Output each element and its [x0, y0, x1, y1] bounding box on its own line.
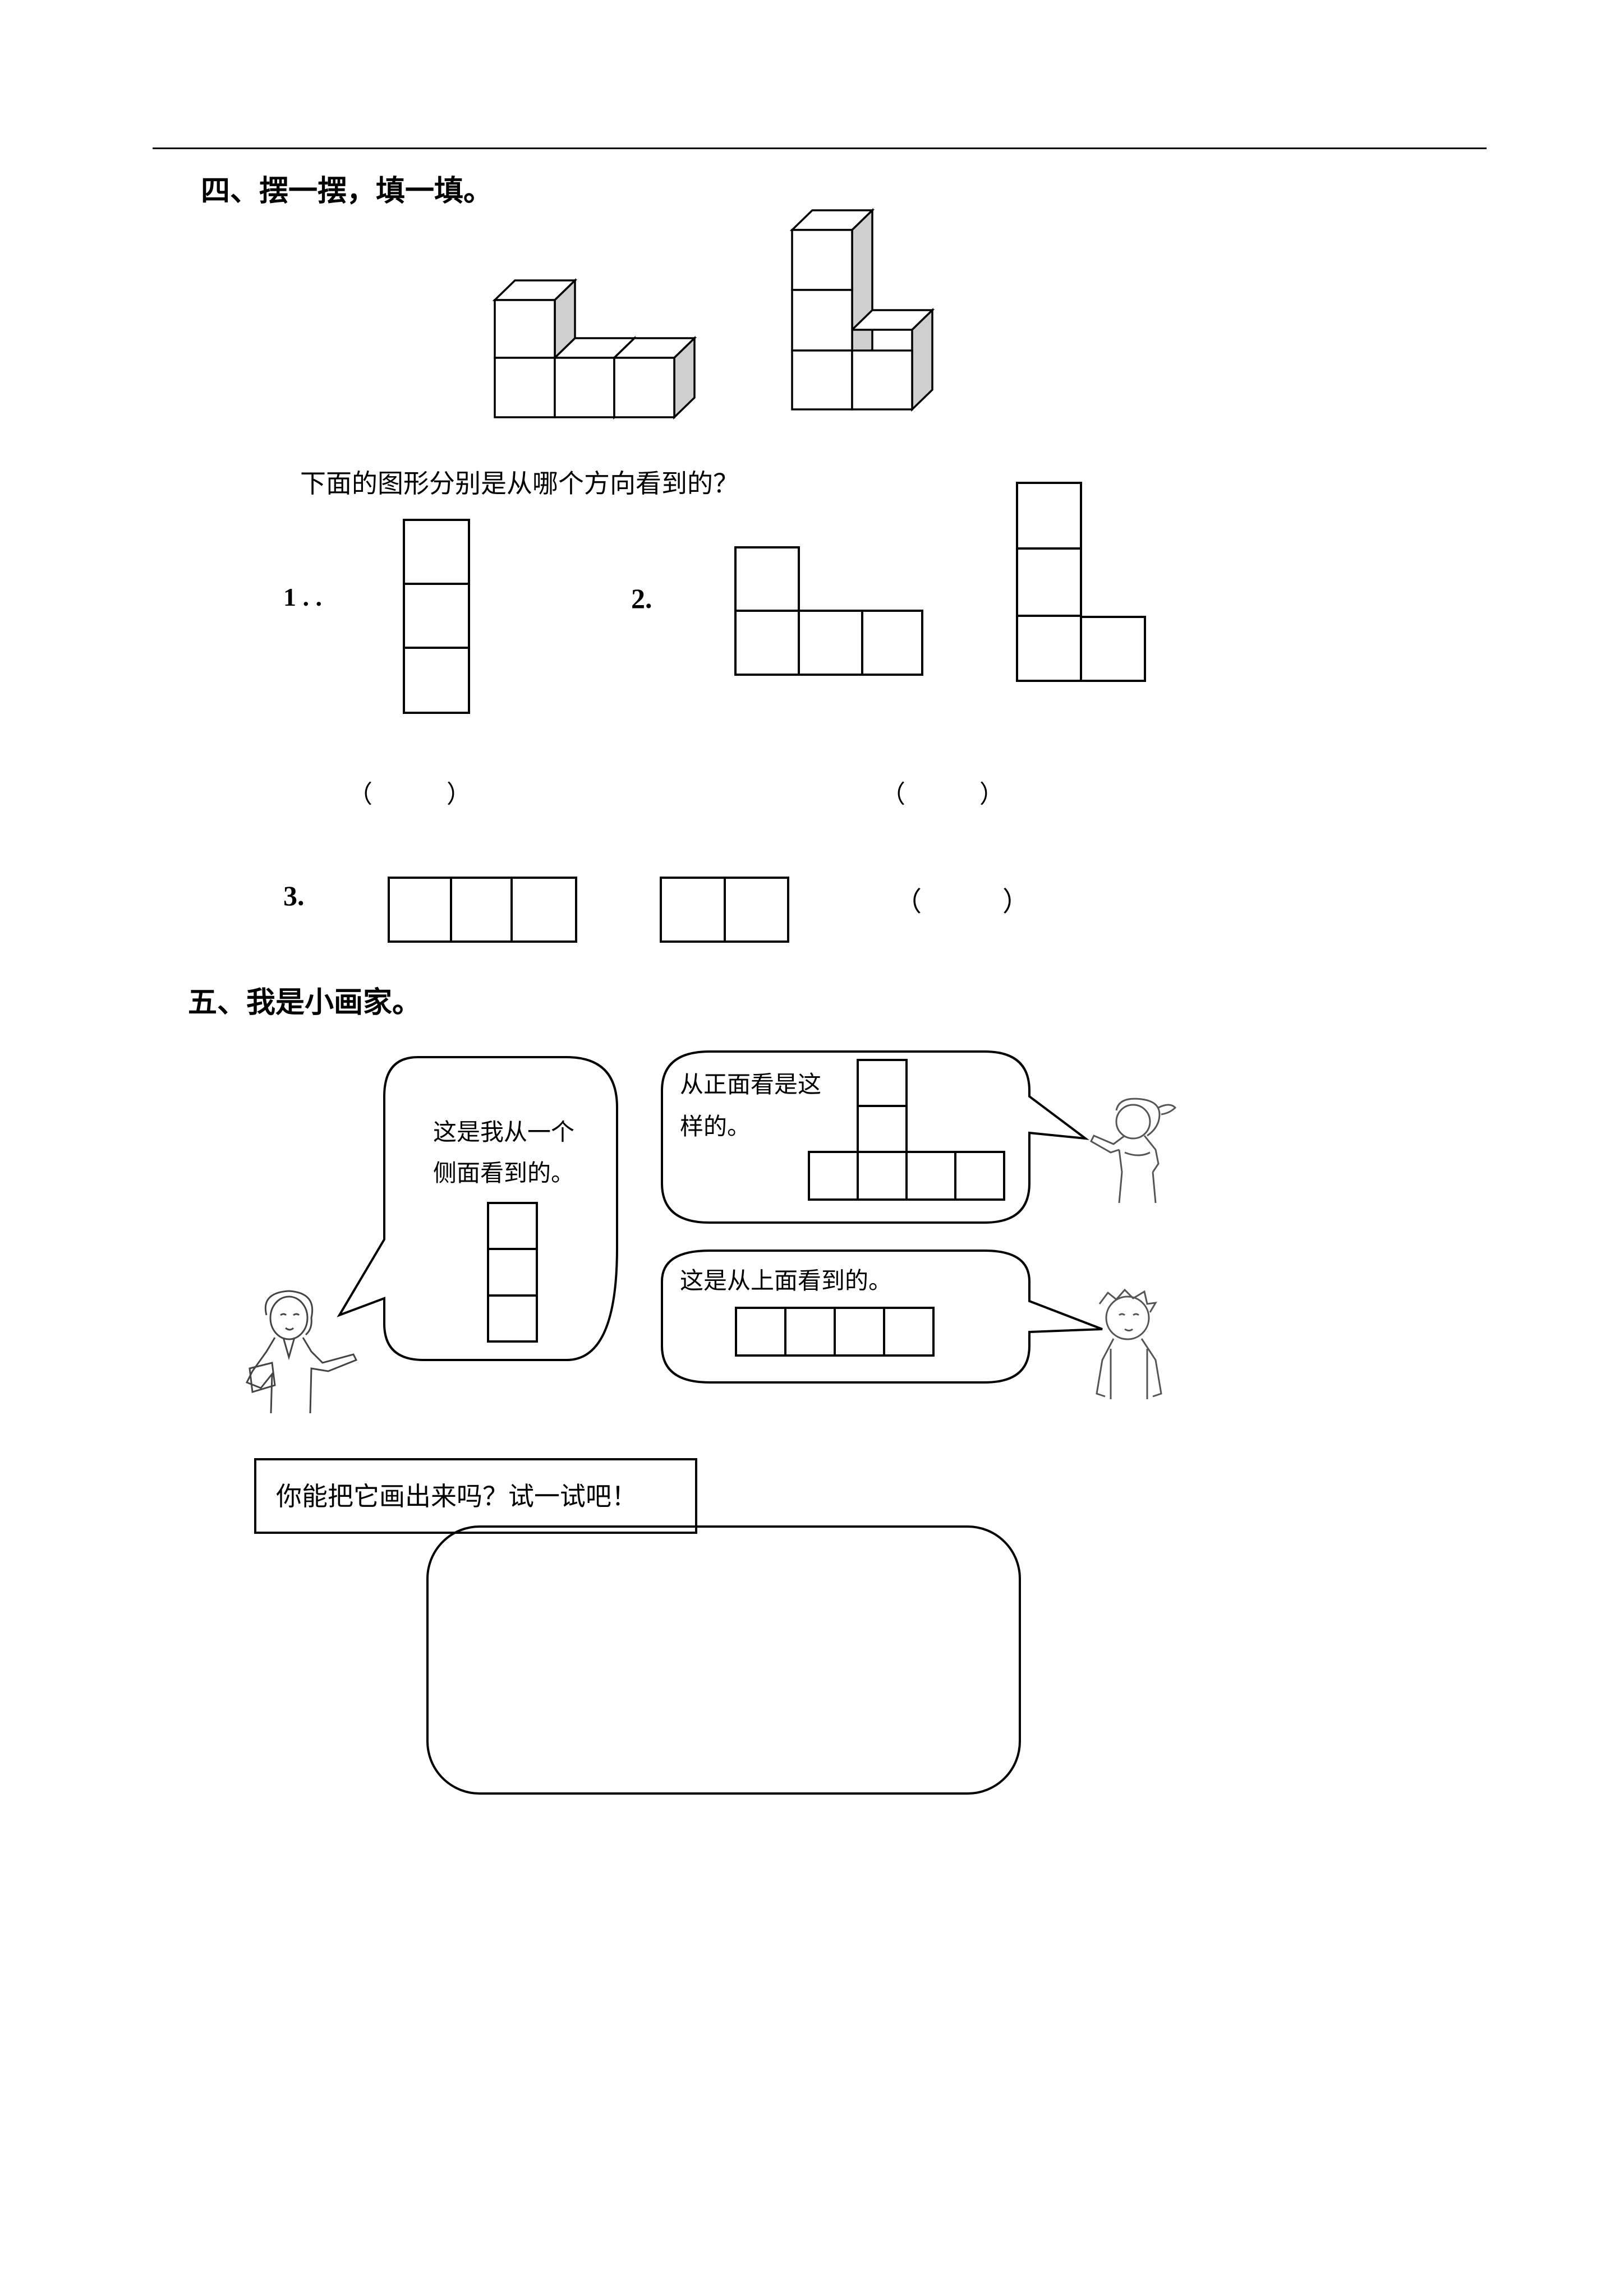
bubble-front-line-2: 样的。 — [680, 1113, 751, 1140]
item-2-label: 2. — [631, 583, 652, 614]
boy-illustration — [1096, 1288, 1162, 1399]
drawing-area[interactable] — [426, 1525, 1021, 1795]
answer-blank-3[interactable]: （ ） — [895, 886, 1030, 918]
teacher-girl-illustration — [245, 1290, 358, 1414]
speech-bubble-top — [661, 1250, 1103, 1384]
draw-prompt-text: 你能把它画出来吗？试一试吧！ — [276, 1481, 637, 1511]
draw-prompt-box: 你能把它画出来吗？试一试吧！ — [254, 1458, 697, 1534]
view-shape-2a — [734, 546, 923, 676]
header-rule — [153, 147, 1487, 149]
view-shape-3a — [388, 877, 577, 943]
bubble-side-line-1: 这是我从一个 — [433, 1118, 575, 1146]
bubble-front-line-1: 从正面看是这 — [680, 1071, 822, 1098]
ponytail-girl-illustration — [1090, 1098, 1177, 1204]
item-3-label: 3. — [283, 880, 305, 911]
view-shape-1 — [403, 519, 470, 714]
section-4-question: 下面的图形分别是从哪个方向看到的？ — [300, 468, 739, 499]
speech-bubble-side — [337, 1056, 618, 1361]
bubble-top-text: 这是从上面看到的。 — [680, 1267, 892, 1294]
item-1-label: 1 . . — [283, 583, 322, 611]
answer-blank-1[interactable]: （ ） — [348, 780, 471, 809]
cube-figure-b — [789, 208, 935, 412]
view-shape-2b — [1016, 482, 1146, 682]
answer-blank-2[interactable]: （ ） — [881, 780, 1004, 809]
view-shape-3b — [660, 877, 789, 943]
bubble-side-line-2: 侧面看到的。 — [433, 1159, 575, 1187]
speech-bubble-front — [661, 1050, 1089, 1224]
section-4-heading: 四、摆一摆，填一填。 — [201, 174, 493, 208]
section-5-heading: 五、我是小画家。 — [188, 985, 422, 1020]
cube-figure-a — [492, 278, 697, 420]
